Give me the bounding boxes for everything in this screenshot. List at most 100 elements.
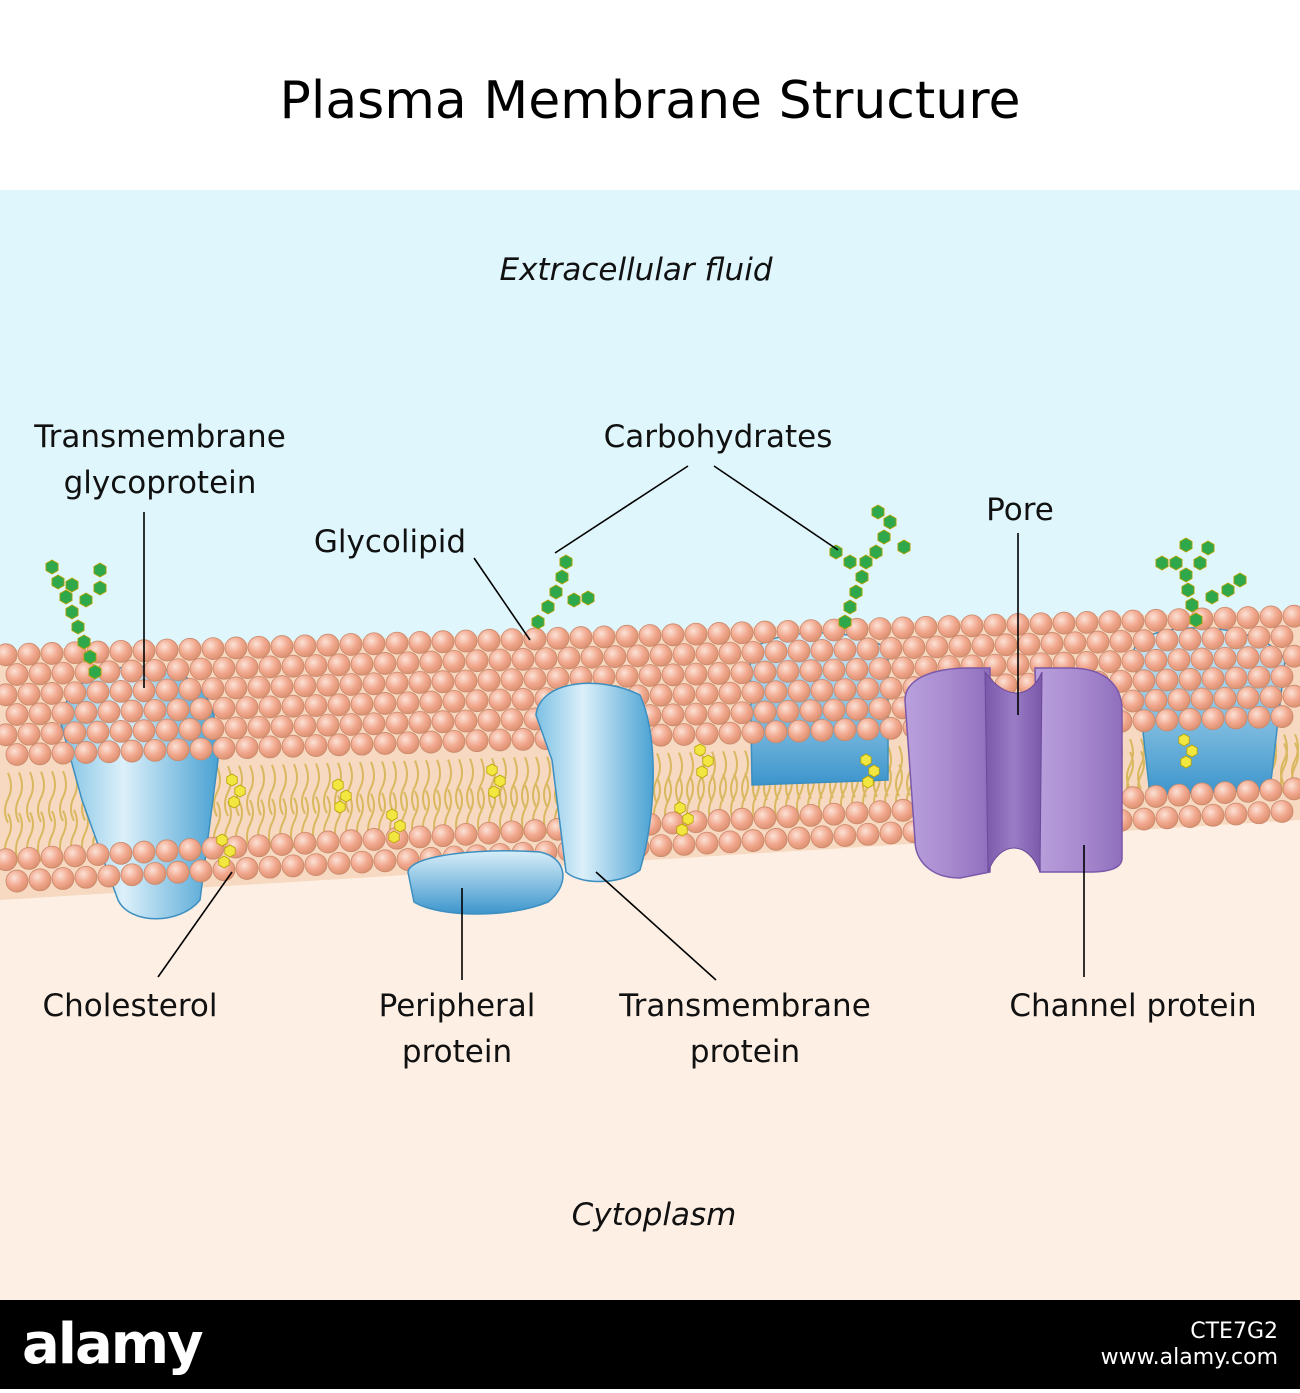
phospholipid-head — [557, 646, 581, 670]
carbohydrate-unit — [849, 584, 863, 600]
phospholipid-head — [799, 699, 823, 723]
lipid-tail — [422, 759, 430, 811]
phospholipid-head — [419, 730, 443, 754]
phospholipid-head — [488, 728, 512, 752]
cholesterol-ring — [340, 789, 352, 803]
phospholipid-head — [189, 859, 213, 883]
cholesterol-ring — [1180, 755, 1192, 769]
label-line: protein — [401, 1034, 513, 1070]
phospholipid-head — [546, 626, 570, 650]
phospholipid-head — [914, 615, 938, 639]
phospholipid-head — [86, 680, 110, 704]
phospholipid-head — [5, 743, 29, 766]
phospholipid-head — [5, 869, 29, 893]
phospholipid-head — [247, 675, 271, 699]
phospholipid-head — [0, 848, 18, 872]
phospholipid-head — [350, 652, 374, 676]
phospholipid-head — [684, 702, 708, 726]
phospholipid-head — [1247, 665, 1271, 689]
phospholipid-head — [764, 720, 788, 744]
phospholipid-head — [0, 683, 18, 707]
phospholipid-head — [120, 739, 144, 763]
carbohydrate-unit — [559, 554, 573, 570]
lipid-tail — [455, 758, 463, 810]
phospholipid-head — [833, 678, 857, 702]
phospholipid-head — [868, 697, 892, 720]
phospholipid-head — [235, 736, 259, 759]
phospholipid-head — [787, 719, 811, 743]
label-line: Transmembrane — [619, 988, 871, 1024]
phospholipid-head — [879, 636, 903, 660]
phospholipid-head — [419, 650, 443, 674]
phospholipid-head — [1167, 608, 1191, 632]
phospholipid-head — [132, 719, 156, 743]
carbohydrate-unit — [581, 590, 595, 606]
lipid-tail — [378, 761, 386, 812]
phospholipid-head — [1155, 806, 1179, 830]
phospholipid-head — [1098, 650, 1122, 674]
phospholipid-head — [753, 806, 777, 830]
phospholipid-head — [97, 700, 121, 724]
carbohydrate-unit — [1193, 555, 1207, 571]
lipid-tail — [59, 770, 67, 822]
phospholipid-head — [764, 640, 788, 664]
phospholipid-head — [339, 633, 363, 656]
lipid-tail — [268, 764, 276, 816]
phospholipid-head — [17, 847, 41, 870]
phospholipid-head — [822, 698, 846, 722]
phospholipid-head — [511, 727, 535, 751]
lipid-tail — [37, 771, 45, 823]
cholesterol-ring — [234, 784, 246, 798]
phospholipid-head — [132, 840, 156, 864]
cholesterol-ring — [676, 823, 688, 837]
lipid-tail — [499, 785, 507, 837]
phospholipid-head — [385, 671, 409, 695]
phospholipid-head — [1224, 666, 1248, 690]
phospholipid-head — [1178, 805, 1202, 828]
phospholipid-head — [1236, 779, 1260, 803]
phospholipid-head — [1190, 647, 1214, 671]
phospholipid-head — [1132, 629, 1156, 653]
phospholipid-head — [1236, 646, 1260, 669]
phospholipid-head — [1270, 705, 1294, 728]
lipid-tail — [719, 750, 727, 802]
phospholipid-head — [603, 645, 627, 668]
phospholipid-head — [454, 629, 478, 653]
carbohydrate-unit — [88, 664, 102, 680]
phospholipid-head — [1098, 610, 1122, 634]
phospholipid-head — [224, 676, 248, 700]
cholesterol-ring — [860, 753, 872, 767]
phospholipid-head — [1190, 782, 1214, 806]
phospholipid-head — [1121, 609, 1145, 633]
lipid-tail — [444, 759, 452, 811]
carbohydrate-unit — [541, 599, 555, 615]
phospholipid-head — [730, 701, 754, 725]
phospholipid-head — [1132, 709, 1156, 733]
phospholipid-head — [477, 821, 501, 845]
phospholipid-head — [408, 631, 432, 654]
phospholipid-head — [1224, 706, 1248, 730]
label-channel-protein: Channel protein — [1009, 988, 1257, 1024]
phospholipid-head — [1144, 785, 1168, 808]
phospholipid-head — [0, 643, 18, 667]
label-transmembrane-glycoprotein: Transmembrane glycoprotein — [0, 414, 320, 506]
phospholipid-head — [281, 854, 305, 878]
phospholipid-head — [155, 718, 179, 742]
phospholipid-head — [339, 829, 363, 853]
phospholipid-head — [17, 642, 41, 666]
phospholipid-head — [385, 711, 409, 735]
lipid-tail — [345, 762, 353, 813]
phospholipid-head — [1247, 705, 1271, 729]
phospholipid-head — [120, 699, 144, 723]
phospholipid-head — [258, 655, 282, 679]
phospholipid-head — [1178, 707, 1202, 731]
lipid-tail — [26, 771, 34, 823]
phospholipid-head — [373, 652, 397, 675]
phospholipid-head — [74, 741, 98, 764]
channel-protein-left-lobe — [904, 667, 991, 879]
phospholipid-head — [362, 632, 386, 656]
lipid-tail — [312, 763, 320, 814]
phospholipid-head — [442, 649, 466, 673]
label-line: protein — [689, 1034, 801, 1070]
cholesterol-ring — [332, 778, 344, 792]
